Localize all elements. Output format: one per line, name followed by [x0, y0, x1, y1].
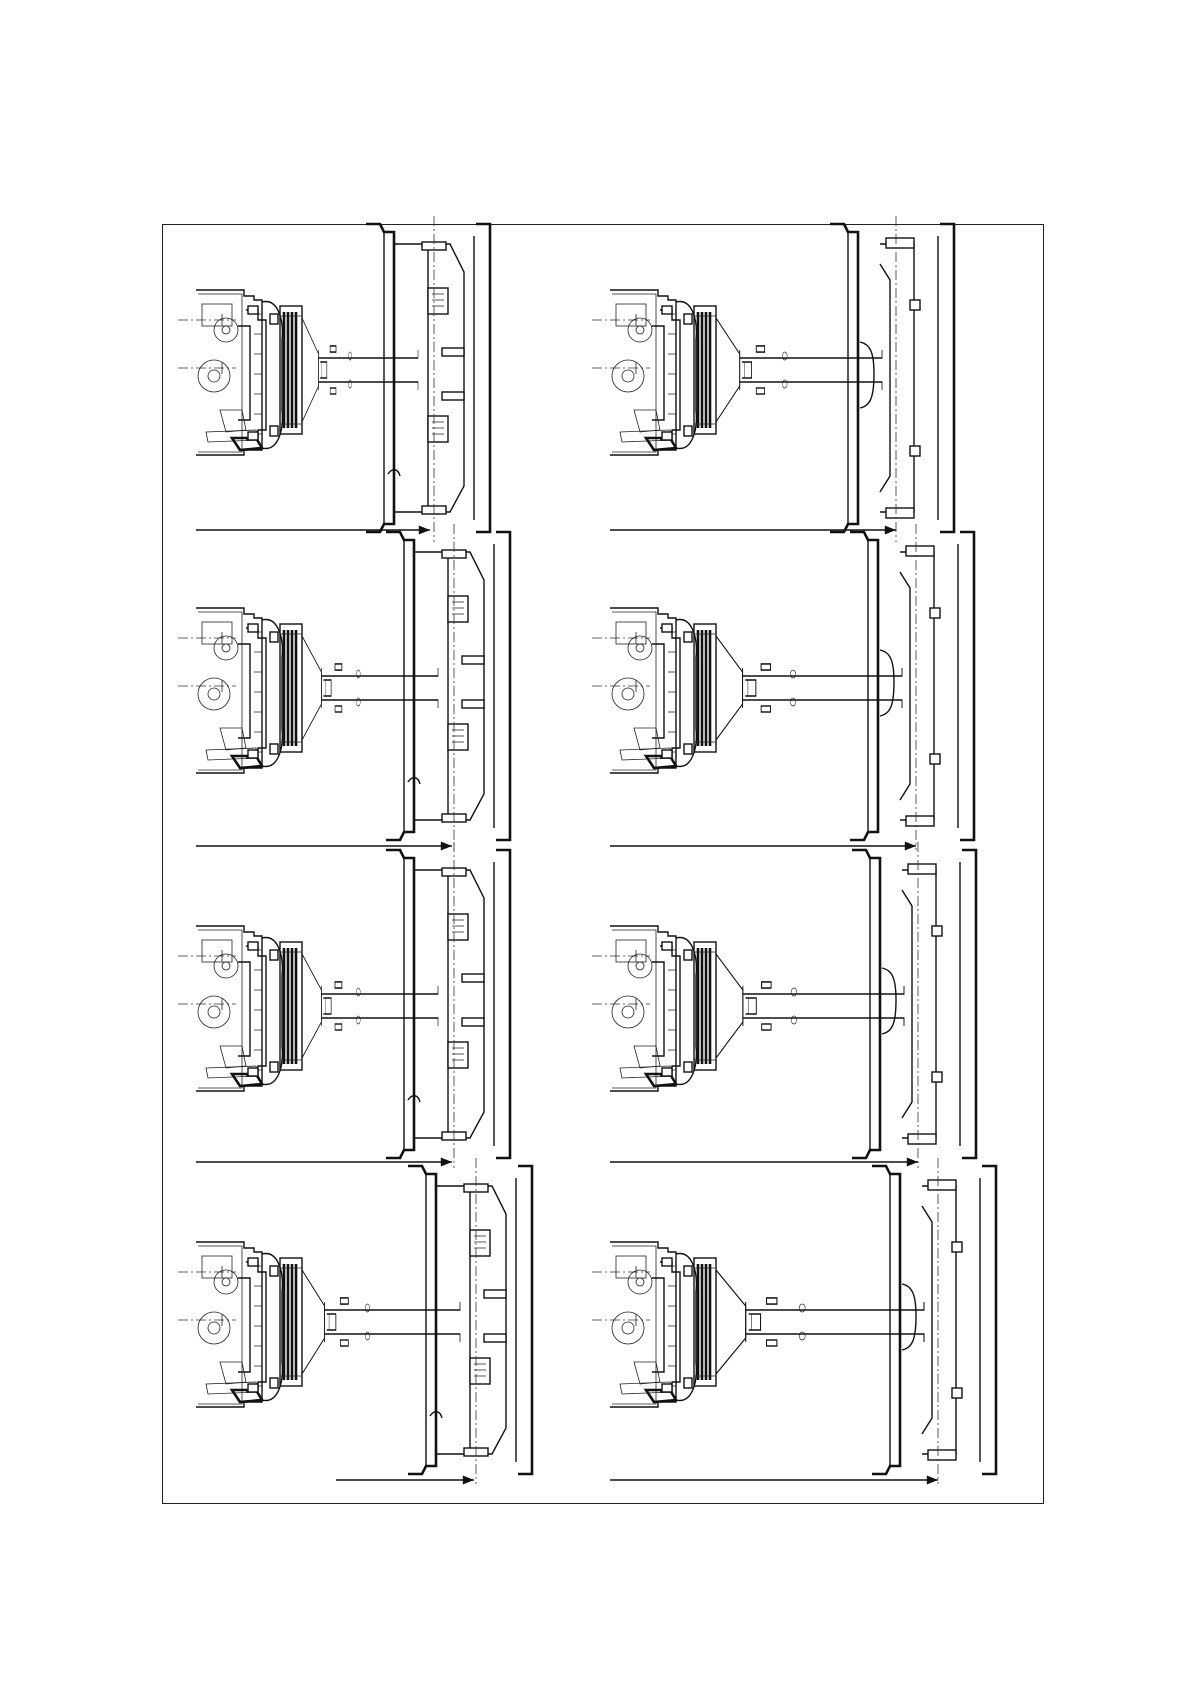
brake-drum: [280, 942, 302, 1070]
axle-housing: [196, 1242, 282, 1407]
axle-housing: [610, 290, 696, 455]
wheel-rim: [872, 1158, 996, 1484]
brake-drum: [280, 1258, 302, 1386]
wheel-rim: [850, 524, 974, 850]
wheel-rim: [386, 842, 510, 1168]
panel-config-1: [178, 216, 490, 542]
brake-drum: [280, 306, 302, 434]
axle-shaft: [716, 636, 902, 740]
panel-config-3: [178, 524, 510, 850]
brake-drum: [694, 1258, 716, 1386]
brake-drum: [280, 624, 302, 752]
panel-config-2: [592, 216, 954, 542]
axle-housing: [610, 1242, 696, 1407]
panel-config-5: [178, 842, 510, 1168]
brake-drum: [694, 942, 716, 1070]
axle-housing: [610, 608, 696, 773]
axle-shaft: [716, 1270, 924, 1374]
axle-shaft: [302, 954, 438, 1058]
axle-housing: [196, 290, 282, 455]
wheel-rim: [408, 1158, 532, 1484]
axle-housing: [196, 608, 282, 773]
axle-housing: [610, 926, 696, 1091]
wheel-rim: [830, 216, 954, 542]
panel-config-8: [592, 1158, 996, 1484]
wheel-rim: [852, 842, 976, 1168]
brake-drum: [694, 624, 716, 752]
axle-housing: [196, 926, 282, 1091]
axle-shaft: [716, 954, 904, 1058]
wheel-rim: [366, 216, 490, 542]
wheel-rim: [386, 524, 510, 850]
panel-config-4: [592, 524, 974, 850]
panel-config-6: [592, 842, 976, 1168]
brake-drum: [694, 306, 716, 434]
panel-config-7: [178, 1158, 532, 1484]
axle-shaft: [302, 636, 438, 740]
axle-shaft: [302, 318, 418, 422]
